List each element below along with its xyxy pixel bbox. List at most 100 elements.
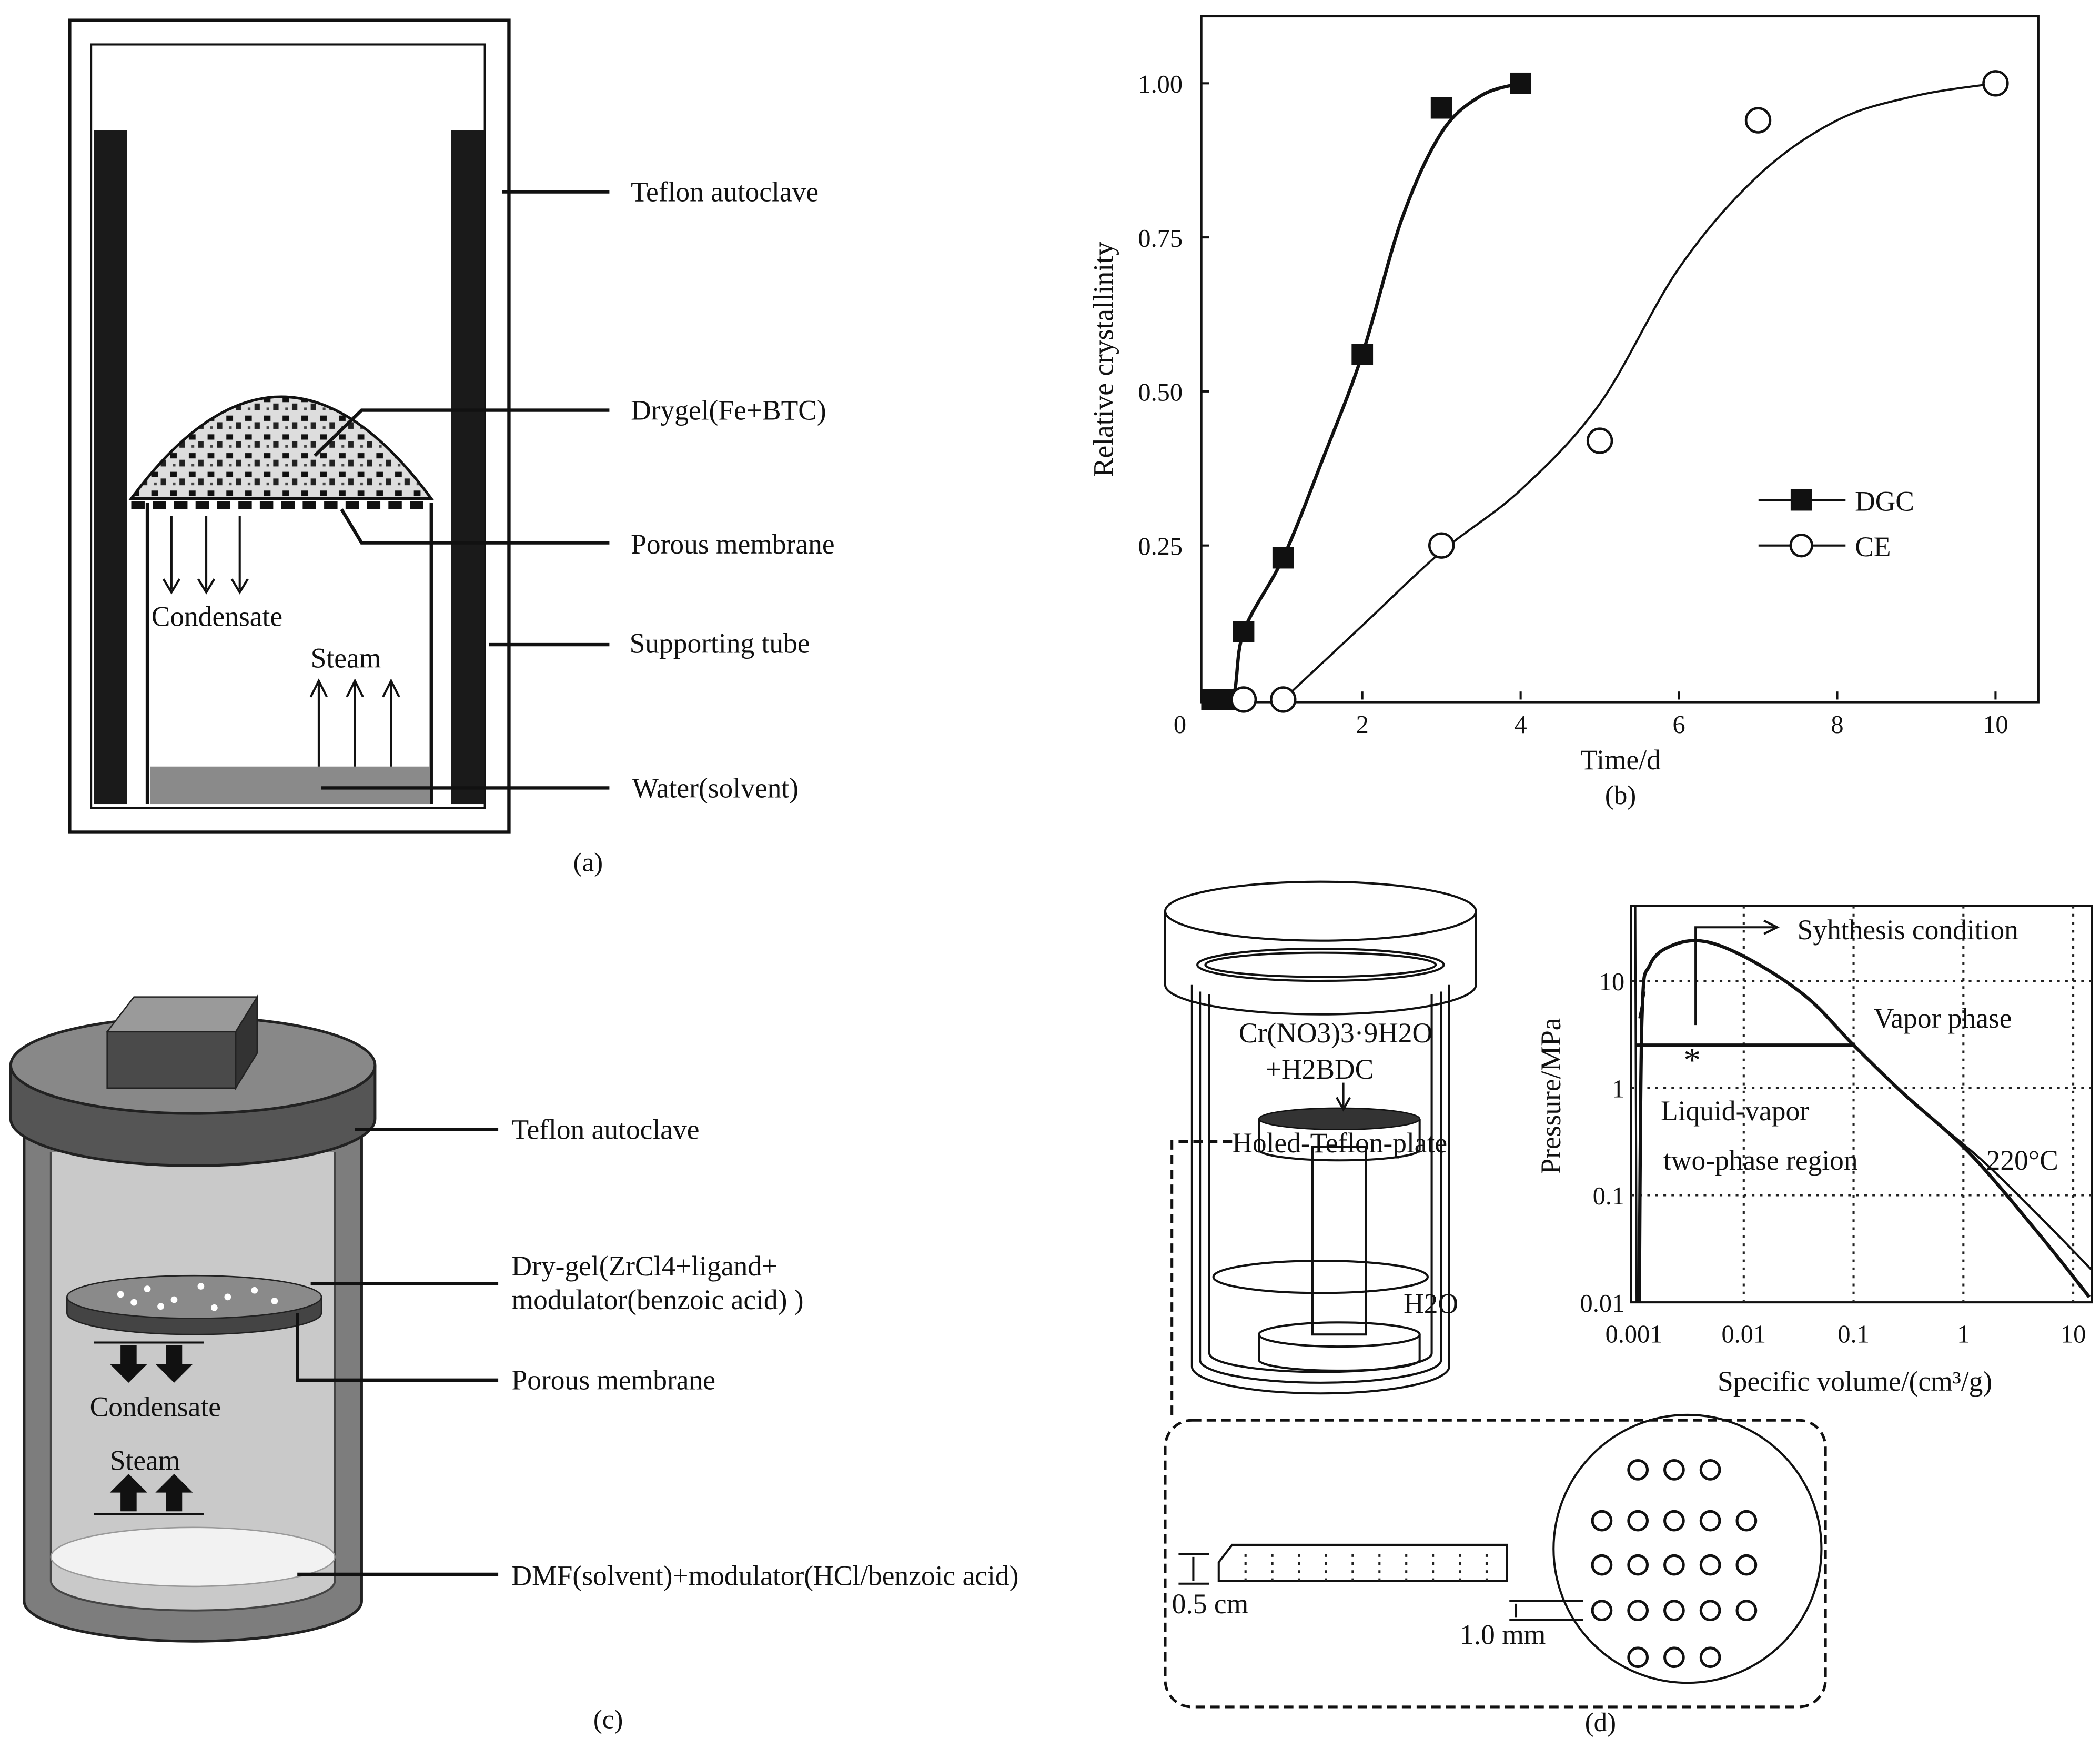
y-tick-label: 0.25 [1138, 533, 1183, 560]
ce-fit-curve [1282, 82, 1996, 700]
leader-lines [296, 1128, 499, 1576]
hole [1627, 1459, 1649, 1481]
label-teflon-autoclave: Teflon autoclave [512, 1114, 700, 1146]
lid-knob-side [235, 994, 258, 1091]
water-solvent [150, 766, 430, 805]
hole [1627, 1554, 1649, 1576]
hole [1699, 1646, 1721, 1669]
holes [1591, 1459, 1758, 1669]
dry-gel-disc [66, 1274, 322, 1319]
label-water-solvent: Water(solvent) [632, 772, 799, 803]
x-tick-label: 1 [1957, 1320, 1970, 1348]
holed-teflon-plate [1258, 1119, 1421, 1162]
steam-label: Steam [311, 642, 381, 674]
x-tick-label: 10 [2061, 1320, 2086, 1348]
legend-dgc-marker [1790, 489, 1812, 511]
condensate-label: Condensate [152, 600, 282, 632]
grid [1631, 906, 2092, 1303]
caption-a: (a) [573, 848, 603, 877]
x-tick-label: 6 [1672, 711, 1685, 739]
y-tick-label: 1.00 [1138, 71, 1183, 98]
y-tick-label: 0.50 [1138, 379, 1183, 407]
hole [1735, 1510, 1758, 1532]
hole [1699, 1600, 1721, 1622]
autoclave-schematic: Cr(NO3)3·9H2O +H2BDC Holed-Teflon-plate … [1164, 880, 1477, 1395]
x-tick-label: 0.1 [1838, 1320, 1869, 1348]
x-tick-label: 0.01 [1721, 1320, 1766, 1348]
condensate-arrows [94, 1341, 204, 1383]
plate-label: Holed-Teflon-plate [1232, 1127, 1447, 1159]
pressure-volume-plot: * Syhthesis condition Vapor phase Liquid… [1535, 905, 2093, 1397]
hole [1591, 1510, 1613, 1532]
dgc-point [1233, 621, 1255, 642]
left-wall [94, 130, 127, 805]
isotherm-curve [1634, 906, 2093, 1303]
hole [1699, 1554, 1721, 1576]
legend-ce-marker [1789, 534, 1813, 558]
annotation-label: Syhthesis condition [1798, 914, 2018, 946]
vapor-phase-label: Vapor phase [1874, 1002, 2012, 1034]
hole [1663, 1646, 1685, 1669]
hole [1627, 1600, 1649, 1622]
plate-top-view: 1.0 mm [1460, 1413, 1823, 1684]
x-tick-label: 10 [1983, 711, 2008, 739]
ce-point [1586, 427, 1613, 454]
reagent-line1: Cr(NO3)3·9H2O [1239, 1017, 1432, 1049]
legend-ce-label: CE [1855, 531, 1891, 562]
hole [1627, 1510, 1649, 1532]
x-tick-label: 4 [1515, 711, 1527, 739]
hole [1591, 1554, 1613, 1576]
right-wall [451, 130, 485, 805]
data-points [1201, 70, 2009, 713]
steam-label: Steam [110, 1444, 180, 1476]
y-axis-title: Relative crystallinity [1088, 242, 1119, 477]
hole [1663, 1600, 1685, 1622]
hole [1663, 1510, 1685, 1532]
hole [1699, 1459, 1721, 1481]
panel-a-autoclave-diagram: Condensate Steam Teflon autoclave Drygel… [68, 18, 835, 877]
x-tick-label: 8 [1831, 711, 1843, 739]
hole [1735, 1600, 1758, 1622]
dgc-point [1351, 344, 1374, 365]
hole [1663, 1459, 1685, 1481]
water-label: H2O [1404, 1288, 1458, 1319]
condensate-arrows [162, 516, 249, 595]
dgc-fit-curve [1201, 82, 1521, 707]
plot-frame [1630, 905, 2093, 1304]
hole [1627, 1646, 1649, 1669]
x-axis-title: Time/d [1580, 744, 1661, 776]
label-teflon-autoclave: Teflon autoclave [631, 176, 819, 207]
dgc-point [1430, 97, 1452, 119]
lid-knob-top [106, 996, 259, 1033]
hole [1699, 1510, 1721, 1532]
dgc-point [1510, 72, 1532, 94]
ce-point [1270, 686, 1297, 713]
support-rod [1311, 1146, 1367, 1336]
caption-d: (d) [1585, 1708, 1616, 1737]
y-tick-label: 10 [1599, 968, 1624, 996]
hole [1735, 1554, 1758, 1576]
y-tick-label: 0.01 [1580, 1290, 1625, 1318]
label-dry-gel-line1: Dry-gel(ZrCl4+ligand+ [512, 1250, 778, 1282]
panel-c-autoclave-3d: Condensate Steam Teflon autoclave Dry-ge… [9, 994, 1018, 1735]
fit-curves [1201, 82, 1996, 707]
lid-knob-front [106, 1031, 237, 1089]
hole [1663, 1554, 1685, 1576]
steam-arrows [309, 678, 400, 767]
hole [1591, 1600, 1613, 1622]
reagent-line2: +H2BDC [1266, 1053, 1374, 1085]
legend: DGC CE [1758, 485, 1914, 562]
legend-dgc-label: DGC [1855, 485, 1914, 517]
autoclave-outline [68, 18, 511, 834]
label-porous-membrane: Porous membrane [631, 528, 834, 560]
two-phase-label-1: Liquid-vapor [1661, 1095, 1809, 1127]
detail-box [1164, 1419, 1827, 1709]
saturation-dome-curve [1638, 939, 2091, 1303]
caption-c: (c) [593, 1705, 623, 1735]
solvent-surface [50, 1526, 336, 1588]
panel-d: Cr(NO3)3·9H2O +H2BDC Holed-Teflon-plate … [1164, 880, 2093, 1737]
condensate-label: Condensate [90, 1391, 221, 1423]
